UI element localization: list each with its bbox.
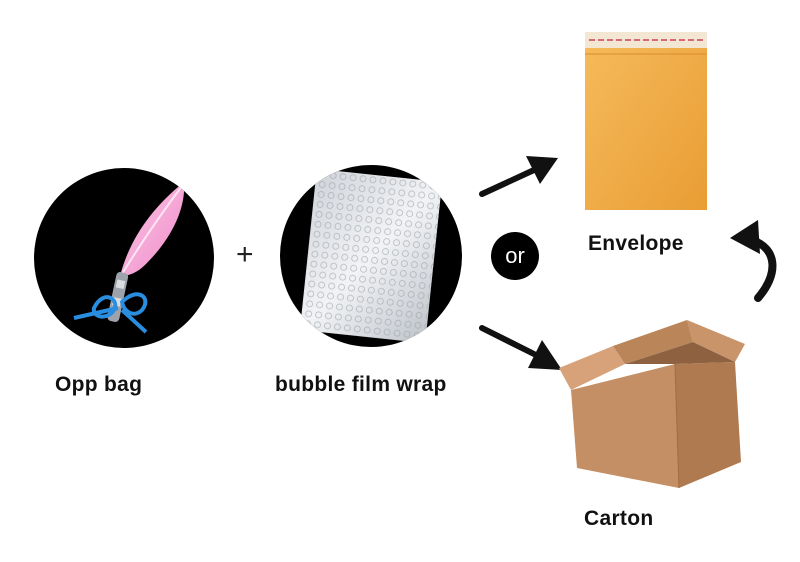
carton-image: [555, 312, 755, 494]
envelope-label: Envelope: [588, 232, 684, 255]
opp-bag-label: Opp bag: [55, 373, 143, 396]
arrow-up-right-icon: [478, 150, 560, 200]
bubble-wrap-icon: [300, 169, 442, 343]
curved-arrow-icon: [728, 202, 788, 302]
cardboard-box-icon: [559, 320, 745, 489]
opp-bag-image: [34, 168, 214, 348]
feather-pen-icon: [73, 182, 185, 334]
kraft-envelope-icon: [585, 32, 707, 210]
or-badge: or: [491, 232, 539, 280]
plus-sign: +: [236, 238, 254, 271]
carton-label: Carton: [584, 507, 654, 530]
or-text: or: [505, 243, 525, 268]
arrow-down-right-icon: [478, 322, 564, 374]
bubble-wrap-image: [280, 165, 462, 347]
bubble-wrap-label: bubble film wrap: [275, 373, 447, 396]
envelope-image: [583, 32, 709, 212]
